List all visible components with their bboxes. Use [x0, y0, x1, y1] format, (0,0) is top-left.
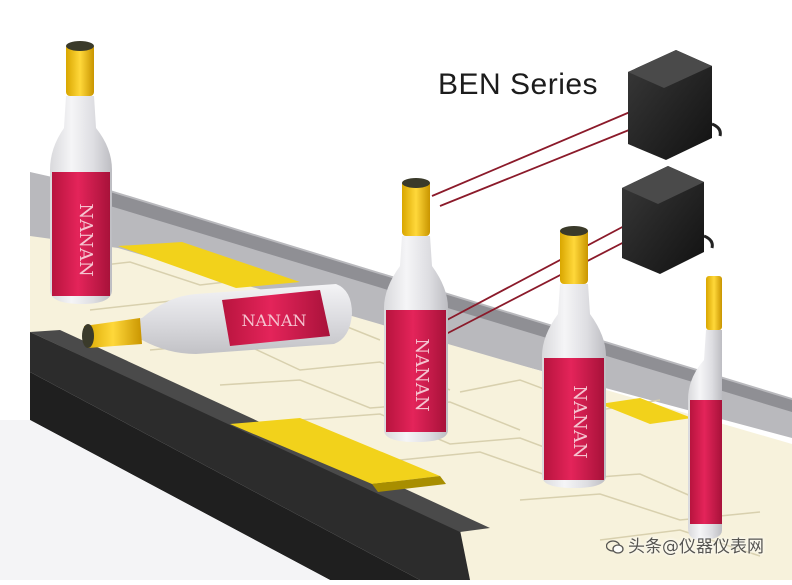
laser-beams	[427, 111, 635, 335]
bottle-label: NANAN	[75, 203, 96, 276]
series-caption: BEN Series	[438, 68, 599, 101]
bottle-label: NANAN	[569, 385, 590, 458]
wechat-icon	[606, 540, 624, 554]
watermark: 头条@仪器仪表网	[606, 532, 764, 557]
sensor-icon	[628, 50, 722, 160]
bottle: NANAN	[50, 41, 112, 304]
bottle: NANAN	[384, 178, 448, 442]
bottle-label: NANAN	[411, 338, 432, 411]
sensor-icon	[622, 166, 714, 274]
fallen-bottle: NANAN	[82, 284, 352, 354]
bottle: NANAN	[542, 226, 606, 488]
watermark-text: 头条@仪器仪表网	[628, 537, 764, 557]
bottle-label: NANAN	[241, 311, 306, 330]
bottle	[688, 276, 722, 540]
